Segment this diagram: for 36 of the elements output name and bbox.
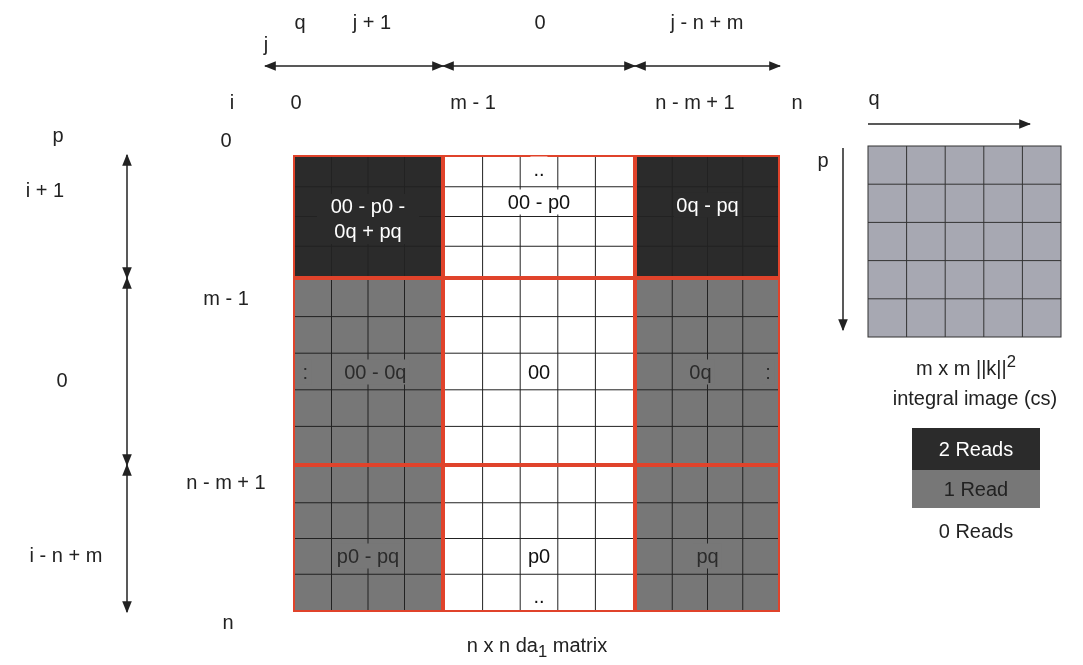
axis-label: m - 1 (450, 91, 496, 113)
cell-formula: 00 - p0 - 0q + pq (317, 193, 419, 244)
legend-swatch: 1 Read (912, 470, 1040, 508)
axis-label: j (263, 33, 269, 55)
axis-label: i - n + m (29, 544, 103, 566)
axis-label: i (229, 91, 235, 113)
matrix-region (635, 278, 780, 465)
axis-label: 0 (290, 91, 302, 113)
matrix-region (443, 155, 635, 278)
matrix-caption: n x n da$_{1}$ matrix (466, 634, 608, 662)
axis-label: j - n + m (670, 11, 744, 33)
cell-formula: 0q - pq (673, 192, 742, 218)
matrix-region (293, 465, 443, 612)
matrix-region (443, 278, 635, 465)
axis-label: 0 (56, 369, 68, 391)
axis-label: m - 1 (203, 287, 249, 309)
axis-label: 0 (534, 11, 546, 33)
legend-swatch: 2 Reads (912, 428, 1040, 470)
matrix-region (293, 278, 443, 465)
axis-label: m x m ||k||$^{2}$ (916, 353, 1016, 379)
matrix-region (293, 155, 443, 278)
matrix-region (635, 155, 780, 278)
axis-label: n - m + 1 (655, 91, 735, 113)
axis-label: q (294, 11, 306, 33)
axis-label: p (817, 149, 829, 171)
axis-label: i + 1 (25, 179, 65, 201)
axis-label: q (868, 87, 880, 109)
axis-label: integral image (cs) (892, 387, 1058, 409)
axis-label: n - m + 1 (186, 471, 266, 493)
axis-label: 0 (220, 129, 232, 151)
axis-label: n (222, 611, 234, 633)
matrix-region (635, 465, 780, 612)
axis-label: n (791, 91, 803, 113)
axis-label: p (52, 124, 64, 146)
axis-label: j + 1 (352, 11, 392, 33)
matrix-region (443, 465, 635, 612)
